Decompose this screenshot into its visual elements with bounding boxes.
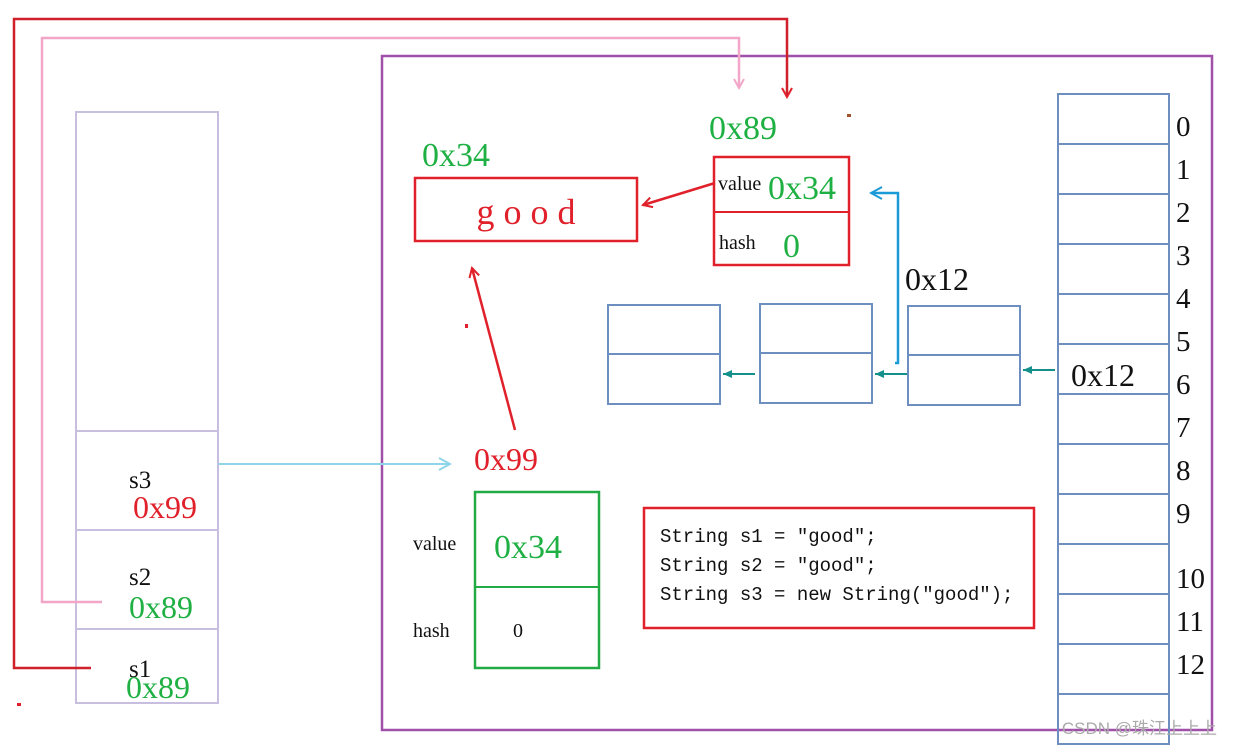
hashtable-index-7: 7 bbox=[1176, 412, 1191, 444]
hashtable-index-4: 4 bbox=[1176, 283, 1191, 315]
chain-node-1 bbox=[907, 305, 1021, 406]
stack-var-s1: s1 bbox=[129, 656, 151, 683]
hashtable-index-11: 11 bbox=[1176, 606, 1204, 638]
hashtable-index-9: 9 bbox=[1176, 498, 1191, 530]
chain-node-2 bbox=[759, 303, 873, 404]
good-object-address: 0x34 bbox=[422, 137, 490, 174]
code-line-2: String s2 = "good"; bbox=[660, 555, 877, 577]
stack-ref-s1: 0x89 bbox=[126, 669, 190, 705]
new-value-arrow bbox=[472, 268, 517, 431]
chain-node-3 bbox=[607, 304, 721, 405]
new-string-box bbox=[473, 490, 601, 670]
good-object-content: g o o d bbox=[477, 192, 576, 232]
code-line-3: String s3 = new String("good"); bbox=[660, 584, 1013, 606]
stack-var-s2: s2 bbox=[129, 564, 151, 591]
hashtable-slot6-value: 0x12 bbox=[1071, 357, 1135, 393]
hashtable-index-0: 0 bbox=[1176, 111, 1191, 143]
hashtable-border bbox=[1057, 93, 1170, 745]
watermark: CSDN @珠江上上上 bbox=[1062, 719, 1217, 738]
hashtable-index-3: 3 bbox=[1176, 240, 1191, 272]
pool-string-hash-label: hash bbox=[719, 232, 756, 254]
good-object-box bbox=[413, 176, 639, 243]
hashtable-index-12: 12 bbox=[1176, 649, 1205, 681]
stray-mark bbox=[465, 324, 468, 328]
stack-var-s3: s3 bbox=[129, 467, 151, 494]
new-string-value-label: value bbox=[413, 533, 456, 555]
pool-string-value: 0x34 bbox=[768, 170, 836, 207]
hashtable-index-10: 10 bbox=[1176, 563, 1205, 595]
hashtable-index-2: 2 bbox=[1176, 197, 1191, 229]
hashtable-index-5: 5 bbox=[1176, 326, 1191, 358]
new-string-address: 0x99 bbox=[474, 441, 538, 477]
s1-reference-arrow bbox=[12, 17, 787, 670]
heap-area bbox=[380, 54, 1214, 732]
stray-mark bbox=[847, 114, 851, 117]
new-string-hash: 0 bbox=[513, 620, 523, 642]
hashtable-index-6: 6 bbox=[1176, 369, 1191, 401]
s2-reference-arrow bbox=[40, 36, 739, 604]
chain-node-address: 0x12 bbox=[905, 261, 969, 297]
hashtable bbox=[1057, 93, 1170, 745]
new-string-value: 0x34 bbox=[494, 529, 562, 566]
hashtable-index-1: 1 bbox=[1176, 154, 1191, 186]
code-box bbox=[642, 506, 1036, 630]
hashtable-index-8: 8 bbox=[1176, 455, 1191, 487]
new-string-hash-label: hash bbox=[413, 620, 450, 642]
pool-string-value-label: value bbox=[718, 173, 761, 195]
pool-value-arrow bbox=[643, 181, 716, 205]
code-line-1: String s1 = "good"; bbox=[660, 526, 877, 548]
pool-string-address: 0x89 bbox=[709, 110, 777, 147]
stack-ref-s2: 0x89 bbox=[129, 589, 193, 625]
pool-string-hash: 0 bbox=[783, 228, 800, 265]
stack-frame bbox=[75, 111, 219, 704]
stray-mark bbox=[17, 703, 21, 706]
node-to-pool-string-arrow bbox=[871, 193, 900, 365]
stack-ref-s3: 0x99 bbox=[133, 489, 197, 525]
